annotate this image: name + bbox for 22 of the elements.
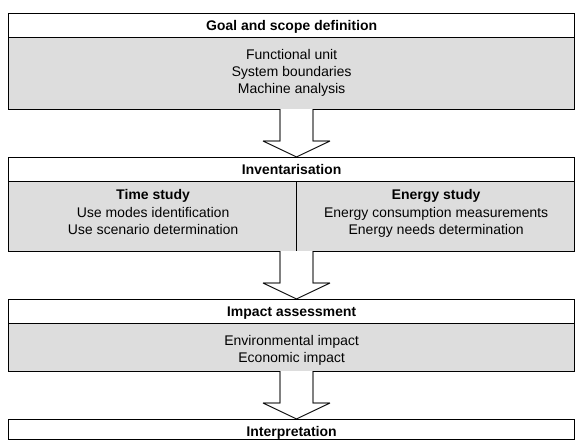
study-heading: Energy study	[392, 185, 480, 204]
block-arrow	[262, 108, 330, 158]
stage-heading: Inventarisation	[242, 160, 342, 179]
item-text: Machine analysis	[238, 80, 346, 97]
stage-box	[8, 13, 575, 110]
item-text: Functional unit	[246, 46, 338, 63]
block-arrow	[262, 370, 330, 420]
item-text: Energy consumption measurements	[324, 204, 548, 221]
stage-box	[8, 299, 575, 372]
item-text: Economic impact	[238, 349, 345, 366]
item-text: Environmental impact	[224, 332, 359, 349]
item-text: System boundaries	[232, 63, 352, 80]
stage-heading: Impact assessment	[226, 302, 356, 321]
stage-box	[8, 419, 575, 440]
stage-box	[8, 157, 575, 252]
stage-heading: Interpretation	[246, 422, 337, 440]
stage-heading: Goal and scope definition	[206, 16, 378, 35]
item-text: Energy needs determination	[348, 221, 524, 238]
study-heading: Time study	[116, 185, 190, 204]
block-arrow	[262, 250, 330, 300]
item-text: Use modes identification	[76, 204, 230, 221]
item-text: Use scenario determination	[68, 221, 238, 238]
